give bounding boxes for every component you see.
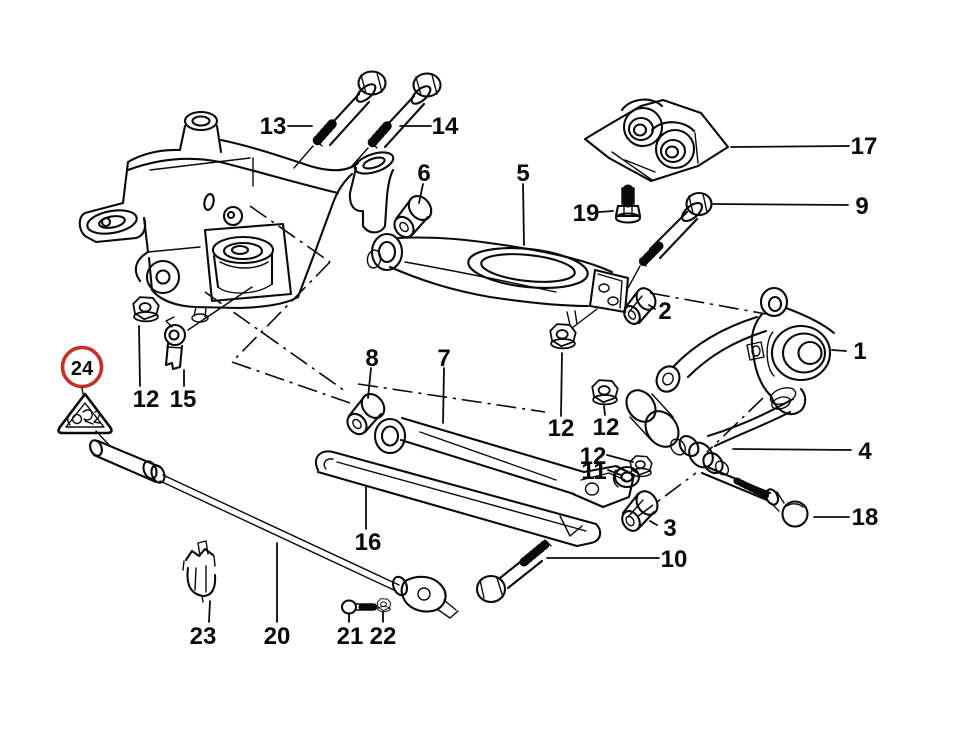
callout-12-a[interactable]: 12 [133,386,160,413]
part-nut-12-small [629,455,653,478]
part-mount-17 [583,98,730,183]
part-bushing-3 [621,490,659,532]
callout-5[interactable]: 5 [516,160,529,187]
callout-1[interactable]: 1 [853,338,866,365]
callout-labels: 13 14 6 5 17 19 9 2 1 12 15 8 7 12 12 12… [71,113,878,650]
part-bolt-13 [293,70,387,169]
part-bushing-6 [393,194,433,239]
part-guide-rod-18 [700,464,809,528]
part-link-rod-20 [89,439,459,619]
part-bolt-9 [627,191,713,289]
part-bolt-19 [614,184,642,224]
callout-13[interactable]: 13 [260,113,287,140]
part-clip-23 [182,540,217,603]
part-cover-16 [314,450,602,548]
callout-8[interactable]: 8 [365,345,378,372]
callout-21[interactable]: 21 [337,623,364,650]
callout-7[interactable]: 7 [437,345,450,372]
callout-12-c[interactable]: 12 [593,414,620,441]
part-bushing-boot-4 [625,389,730,476]
warning-highlight-24 [57,345,113,435]
callout-17[interactable]: 17 [851,133,878,160]
highlight-circle-24 [60,345,104,389]
part-washer-11 [612,465,641,489]
pinch-hazard-triangle-icon [57,392,113,435]
callout-23[interactable]: 23 [190,623,217,650]
callout-9[interactable]: 9 [855,193,868,220]
part-clip-15 [163,316,187,371]
callout-2[interactable]: 2 [658,298,671,325]
callout-12-b[interactable]: 12 [548,415,575,442]
assembly-dash-lines [204,205,767,518]
part-bolt-14 [351,72,442,167]
callout-6[interactable]: 6 [417,160,430,187]
callout-10[interactable]: 10 [661,546,688,573]
callout-16[interactable]: 16 [355,529,382,556]
callout-18[interactable]: 18 [852,504,879,531]
leader-lines [95,125,852,623]
callout-3[interactable]: 3 [663,515,676,542]
callout-12-d[interactable]: 12 [580,443,607,470]
part-bolt-10 [475,538,552,604]
part-wheel-carrier-1 [746,286,836,416]
part-bolt-21 [340,599,379,615]
callout-19[interactable]: 19 [573,200,600,227]
part-upper-arm [655,315,795,448]
part-subframe [78,110,395,323]
callout-22[interactable]: 22 [370,623,397,650]
callout-4[interactable]: 4 [858,438,872,465]
part-bushing-8 [346,392,386,436]
callout-11[interactable]: 11 [581,458,606,485]
callout-24-highlighted[interactable]: 24 [71,358,94,380]
part-bushing-2 [623,287,657,325]
part-nut-12-left [132,296,160,323]
callout-14[interactable]: 14 [432,113,459,140]
part-nut-12-right [591,379,619,406]
part-nut-12-center [549,323,577,350]
part-lower-arm-5 [366,232,630,329]
part-nut-22 [376,598,392,612]
callout-20[interactable]: 20 [264,623,291,650]
callout-15[interactable]: 15 [170,386,197,413]
